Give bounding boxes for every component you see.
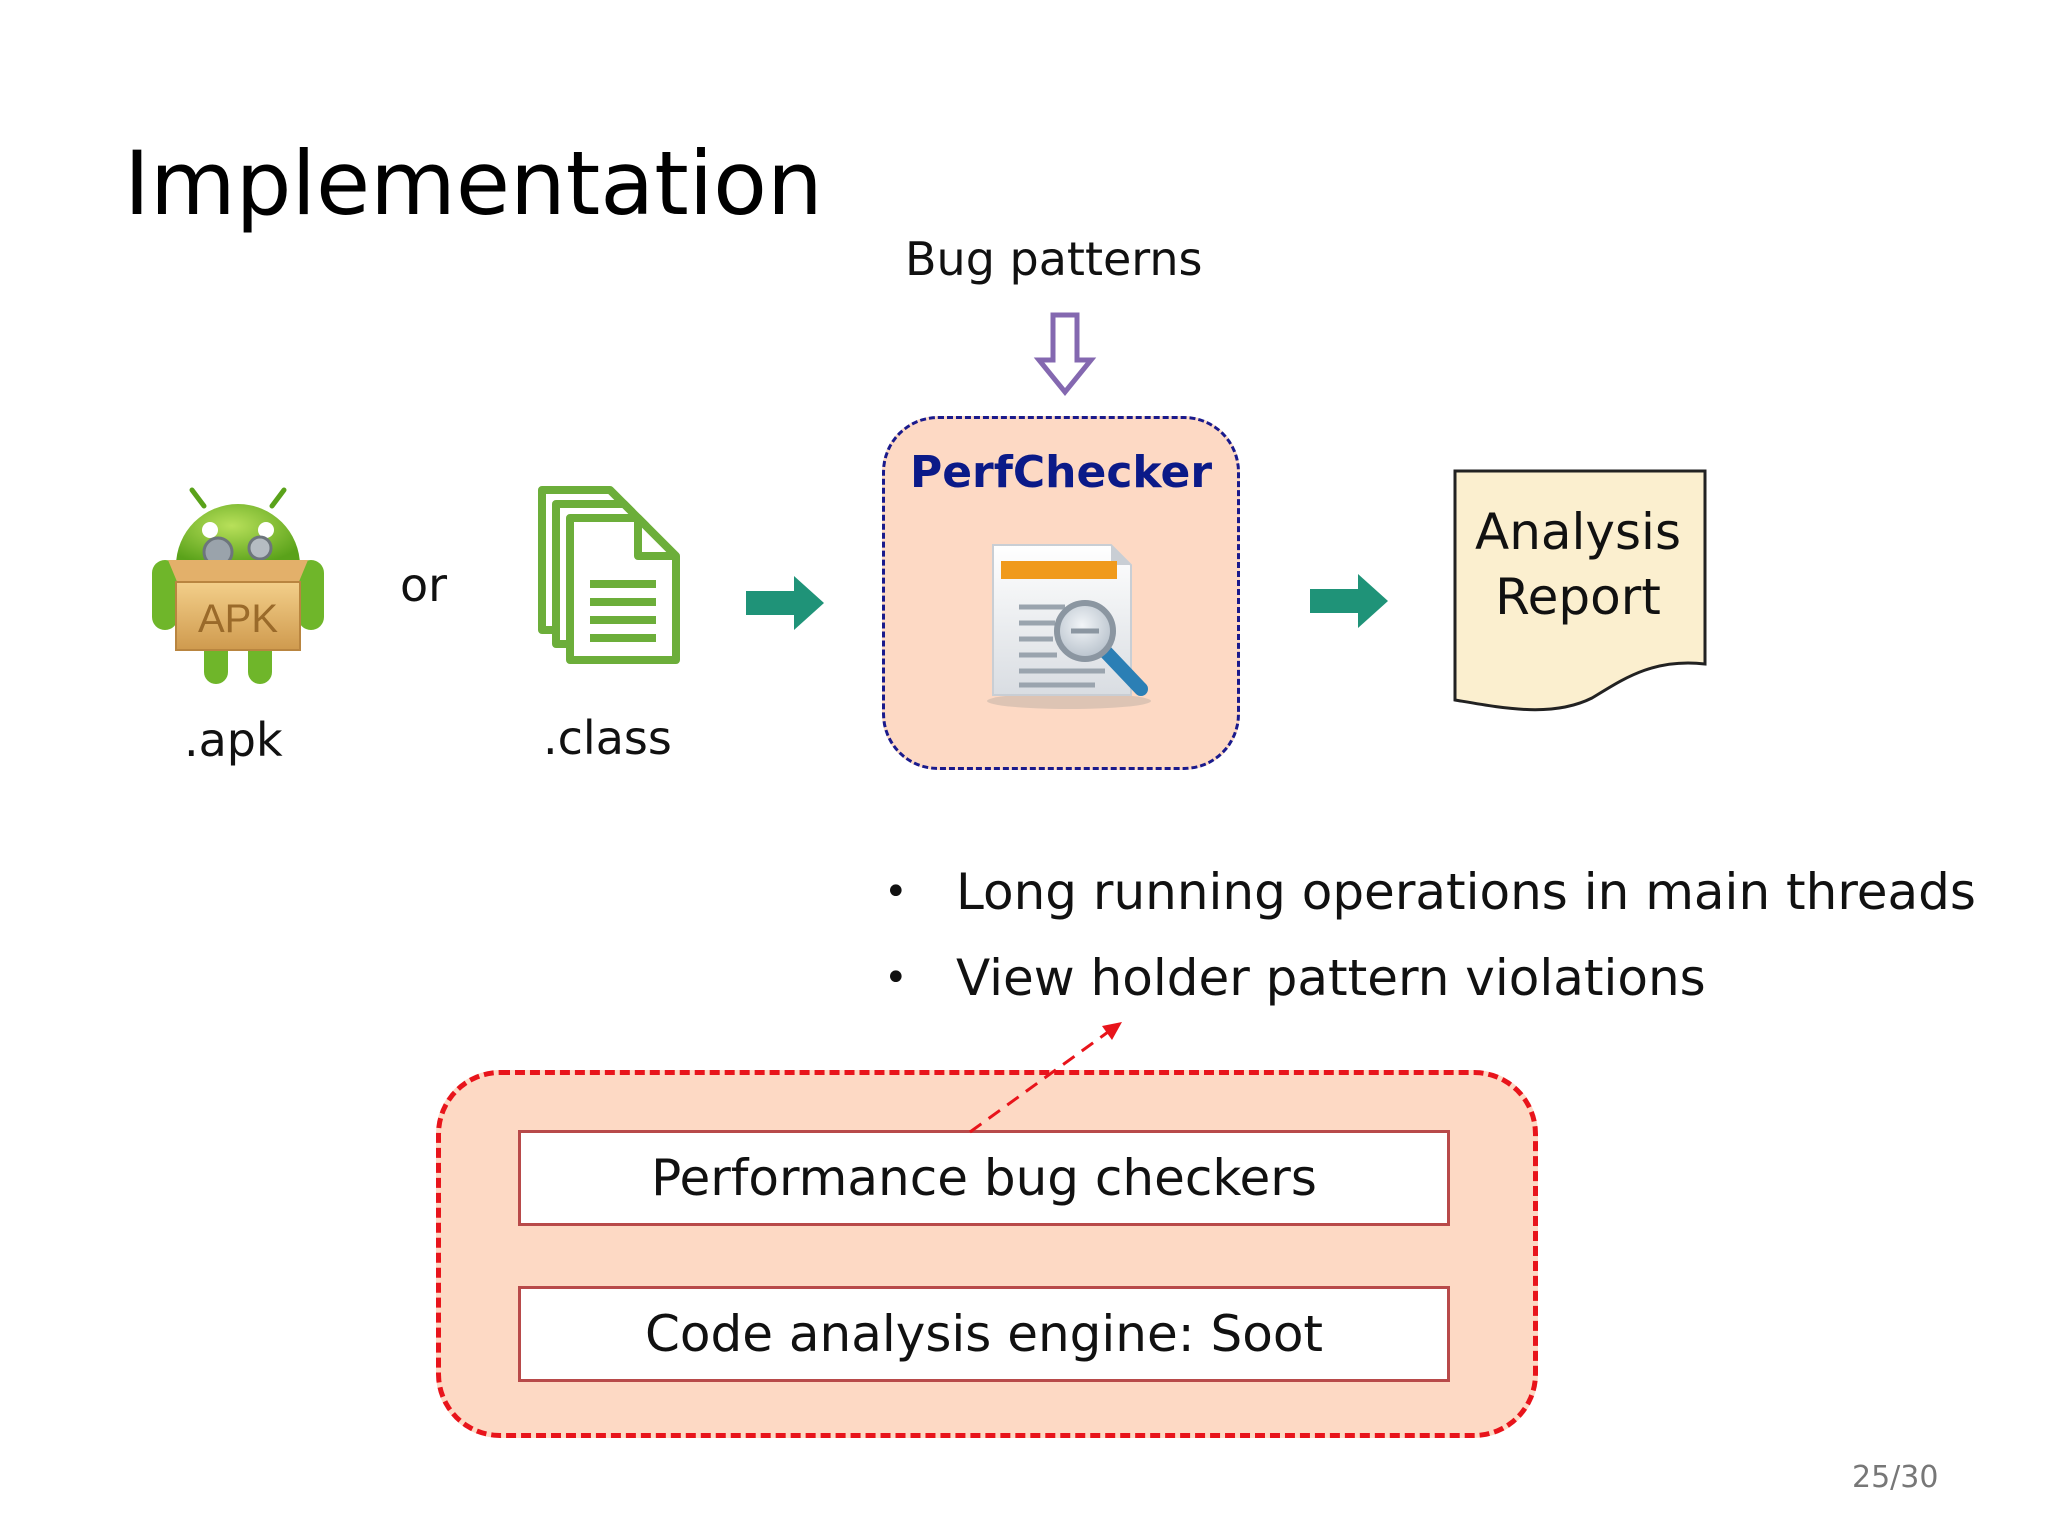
class-label: .class <box>543 711 672 765</box>
analysis-report-label: Analysis Report <box>1452 500 1704 630</box>
pointer-arrow-icon <box>969 1022 1122 1134</box>
code-analysis-engine-layer: Code analysis engine: Soot <box>518 1286 1450 1382</box>
document-magnifier-icon <box>987 544 1151 709</box>
perfchecker-title: PerfChecker <box>909 447 1213 498</box>
list-item: View holder pattern violations <box>884 946 1976 1032</box>
performance-bug-checkers-layer: Performance bug checkers <box>518 1130 1450 1226</box>
architecture-stack-box: Performance bug checkers Code analysis e… <box>436 1070 1538 1438</box>
flow-arrow-icon <box>1310 574 1388 628</box>
android-apk-icon: APK <box>152 487 324 684</box>
apk-icon-text: APK <box>198 597 278 641</box>
analysis-report-document <box>1453 469 1707 712</box>
flow-arrow-icon <box>746 576 824 630</box>
bug-pattern-list: Long running operations in main threads … <box>884 860 1976 1032</box>
class-files-icon <box>538 486 680 664</box>
slide-title: Implementation <box>124 132 823 235</box>
or-label: or <box>400 558 448 612</box>
apk-label: .apk <box>184 713 283 767</box>
page-number: 25/30 <box>1852 1460 1939 1495</box>
bug-patterns-arrow-icon <box>1033 312 1097 396</box>
list-item: Long running operations in main threads <box>884 860 1976 946</box>
perfchecker-box: PerfChecker <box>882 416 1240 770</box>
report-line-2: Report <box>1495 568 1661 626</box>
report-line-1: Analysis <box>1474 503 1681 561</box>
bug-patterns-label: Bug patterns <box>905 232 1203 286</box>
